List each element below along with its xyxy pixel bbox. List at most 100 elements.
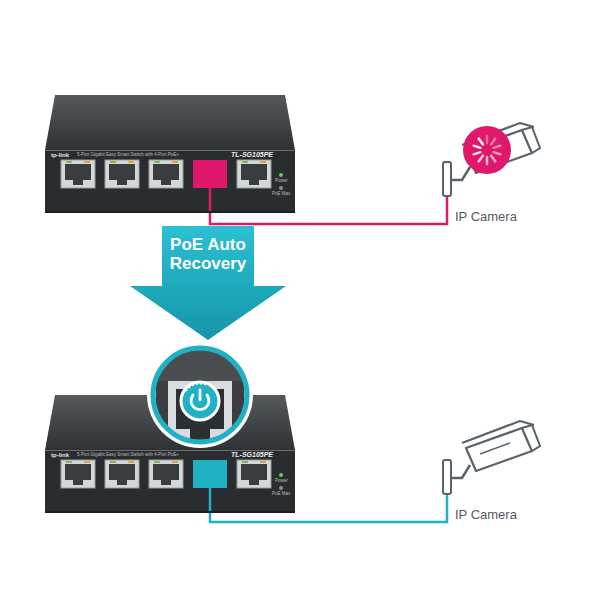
fault-badge bbox=[463, 126, 511, 174]
switch-edge bbox=[45, 150, 295, 151]
switch-top bbox=[45, 95, 295, 150]
port-tab bbox=[73, 480, 83, 485]
poe-max-led bbox=[279, 486, 283, 490]
poe-switch: tp-link5-Port Gigabit Easy Smart Switch … bbox=[45, 95, 295, 213]
port-tab bbox=[161, 180, 171, 185]
camera-arm bbox=[451, 465, 470, 478]
port-led bbox=[242, 461, 248, 463]
port-tab bbox=[249, 180, 259, 185]
spinner-dash bbox=[491, 139, 495, 145]
panel-print: Power bbox=[275, 479, 288, 484]
camera-cable bbox=[440, 196, 447, 224]
port-tab bbox=[249, 480, 259, 485]
zoom-port bbox=[116, 385, 156, 435]
rj45-port bbox=[61, 460, 95, 488]
port-led bbox=[66, 461, 72, 463]
rj45-port bbox=[237, 460, 271, 488]
magnifier bbox=[146, 341, 254, 449]
panel-print: tp-link bbox=[51, 152, 69, 159]
spinner-dash bbox=[474, 152, 481, 154]
rj45-port bbox=[149, 160, 183, 188]
panel-print: PoE Max bbox=[272, 492, 290, 497]
ip-camera: IP Camera bbox=[440, 120, 535, 235]
rj45-port bbox=[149, 460, 183, 488]
switch-foot bbox=[45, 511, 295, 513]
port-led bbox=[84, 161, 90, 163]
port-led bbox=[172, 461, 178, 463]
spinner-dash bbox=[494, 152, 501, 154]
wall-plate bbox=[443, 460, 451, 494]
recovery-arc bbox=[186, 384, 206, 391]
rj45-port bbox=[105, 460, 139, 488]
port-led bbox=[260, 161, 266, 163]
magnifier-ring bbox=[153, 348, 247, 442]
panel-print: 5-Port Gigabit Easy Smart Switch with 4-… bbox=[77, 453, 179, 458]
spinner-dash bbox=[474, 146, 481, 148]
camera-lens bbox=[522, 127, 540, 153]
spinner-dash bbox=[486, 157, 489, 164]
arrow-label: PoE Auto Recovery bbox=[170, 236, 247, 273]
port-led bbox=[110, 161, 116, 163]
switch-foot bbox=[45, 211, 295, 213]
port-led bbox=[172, 161, 178, 163]
camera-arm bbox=[451, 167, 470, 180]
panel-print: Power bbox=[275, 179, 288, 184]
port-opening bbox=[109, 464, 135, 480]
port-cable bbox=[209, 188, 212, 213]
port-led bbox=[110, 461, 116, 463]
poe-switch: tp-link 5-Port Gigabit Easy Smart Switch … bbox=[45, 395, 295, 513]
port-tab bbox=[73, 180, 83, 185]
port-led bbox=[260, 461, 266, 463]
camera-cable bbox=[440, 494, 447, 522]
camera-stripe bbox=[480, 443, 510, 454]
rj45-port bbox=[105, 160, 139, 188]
highlighted-port bbox=[193, 160, 227, 188]
port-led bbox=[66, 161, 72, 163]
port-led bbox=[128, 161, 134, 163]
rj45-port bbox=[237, 160, 271, 188]
arrow-shape bbox=[130, 226, 286, 340]
power-symbol bbox=[199, 390, 202, 400]
port-opening bbox=[241, 464, 267, 480]
device-label: IP Camera bbox=[455, 210, 517, 224]
port-tab bbox=[117, 480, 127, 485]
recovery-arrow: PoE Auto Recovery bbox=[130, 226, 286, 340]
cable-connector bbox=[210, 513, 440, 522]
camera-lens bbox=[522, 425, 540, 451]
switch-edge bbox=[45, 450, 295, 451]
power-led bbox=[279, 473, 283, 477]
panel-print: tp-link bbox=[51, 452, 69, 459]
panel-print: PoE Max bbox=[272, 192, 290, 197]
wall-plate bbox=[443, 162, 451, 196]
port-opening bbox=[65, 464, 91, 480]
ip-camera: IP Camera bbox=[440, 418, 535, 533]
port-tab bbox=[161, 480, 171, 485]
magnified-ports bbox=[116, 341, 284, 443]
magnifier-rim bbox=[147, 342, 253, 448]
port-opening bbox=[153, 464, 179, 480]
spinner-dash bbox=[479, 156, 483, 162]
cable-connector bbox=[210, 213, 440, 224]
rj45-port bbox=[61, 160, 95, 188]
port-tab bbox=[117, 180, 127, 185]
port-cable bbox=[209, 488, 212, 513]
panel-print: TL-SG105PE bbox=[231, 451, 273, 459]
device-label: IP Camera bbox=[455, 508, 517, 522]
zoom-port bbox=[244, 385, 284, 435]
port-led bbox=[242, 161, 248, 163]
port-opening bbox=[109, 164, 135, 180]
port-led bbox=[128, 461, 134, 463]
spinner-dash bbox=[494, 146, 501, 148]
port-opening bbox=[153, 164, 179, 180]
port-led bbox=[154, 461, 160, 463]
switch-front bbox=[45, 150, 295, 213]
poe-max-led bbox=[279, 186, 283, 190]
power-led bbox=[279, 173, 283, 177]
port-opening bbox=[65, 164, 91, 180]
recovery-badge bbox=[181, 382, 219, 420]
panel-print: TL-SG105PE bbox=[231, 151, 273, 159]
switch-front bbox=[45, 450, 295, 513]
camera-body bbox=[466, 428, 532, 471]
spinner-dash bbox=[491, 156, 495, 162]
